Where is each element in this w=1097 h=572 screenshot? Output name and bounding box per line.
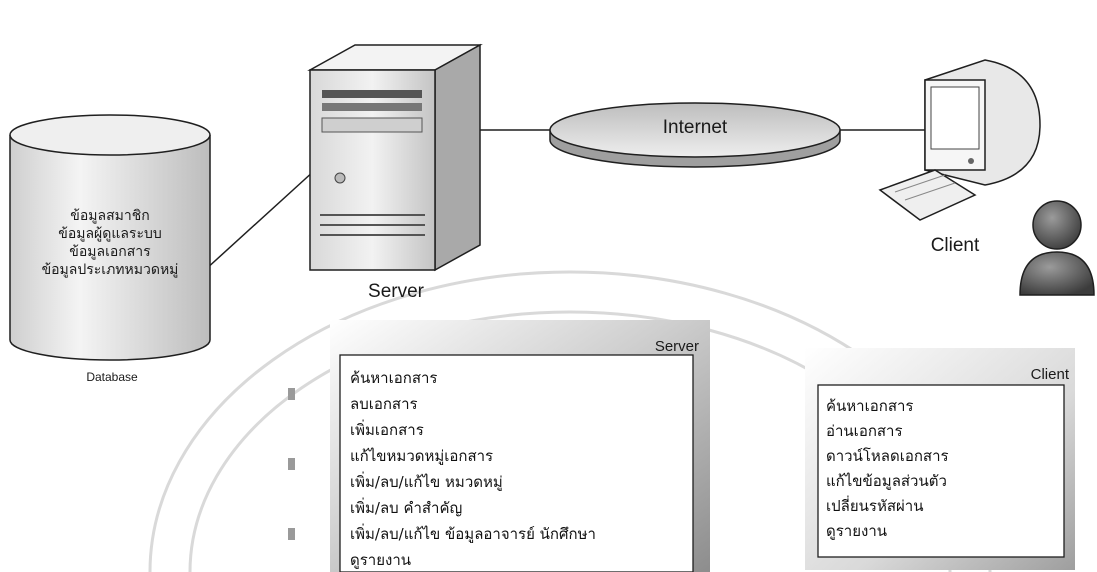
server-panel-title: Server bbox=[655, 338, 699, 355]
client-item-5: เปลี่ยนรหัสผ่าน bbox=[826, 495, 923, 515]
client-computer-icon bbox=[878, 59, 1041, 221]
server-functions-panel: Server ค้นหาเอกสาร ลบเอกสาร เพิ่มเอกสาร … bbox=[330, 320, 710, 572]
database-line-3: ข้อมูลเอกสาร bbox=[69, 244, 151, 260]
server-item-7: เพิ่ม/ลบ/แก้ไข ข้อมูลอาจารย์ นักศึกษา bbox=[350, 523, 596, 543]
server-label: Server bbox=[368, 281, 425, 302]
bullet-marker bbox=[288, 388, 295, 400]
database-label: Database bbox=[86, 370, 138, 384]
internet-disk: Internet bbox=[549, 102, 841, 168]
server-item-3: เพิ่มเอกสาร bbox=[350, 419, 424, 439]
database-line-4: ข้อมูลประเภทหมวดหมู่ bbox=[42, 262, 179, 278]
connection-lines bbox=[204, 129, 925, 271]
database-line-1: ข้อมูลสมาชิก bbox=[70, 208, 149, 224]
server-tower bbox=[307, 43, 483, 272]
client-item-4: แก้ไขข้อมูลส่วนตัว bbox=[826, 472, 947, 490]
server-item-6: เพิ่ม/ลบ คำสำคัญ bbox=[350, 497, 462, 517]
bullet-marker bbox=[288, 458, 295, 470]
client-panel-title: Client bbox=[1031, 366, 1070, 383]
client-item-6: ดูรายงาน bbox=[826, 522, 887, 540]
server-item-2: ลบเอกสาร bbox=[350, 395, 418, 413]
server-item-1: ค้นหาเอกสาร bbox=[350, 369, 437, 387]
server-item-4: แก้ไขหมวดหมู่เอกสาร bbox=[350, 447, 493, 465]
server-item-5: เพิ่ม/ลบ/แก้ไข หมวดหมู่ bbox=[350, 471, 503, 491]
client-item-2: อ่านเอกสาร bbox=[826, 422, 903, 440]
internet-label: Internet bbox=[663, 117, 728, 138]
database-line-2: ข้อมูลผู้ดูแลระบบ bbox=[58, 226, 162, 242]
database-cylinder: ข้อมูลสมาชิก ข้อมูลผู้ดูแลระบบ ข้อมูลเอก… bbox=[9, 114, 211, 361]
client-functions-panel: Client ค้นหาเอกสาร อ่านเอกสาร ดาวน์โหลดเ… bbox=[805, 348, 1075, 570]
bullet-marker bbox=[288, 528, 295, 540]
bullet-markers bbox=[288, 388, 295, 540]
client-item-3: ดาวน์โหลดเอกสาร bbox=[826, 447, 949, 465]
db-server-link bbox=[204, 169, 316, 271]
client-item-1: ค้นหาเอกสาร bbox=[826, 397, 913, 415]
client-label: Client bbox=[931, 235, 980, 256]
user-person-icon bbox=[1019, 200, 1095, 296]
server-item-8: ดูรายงาน bbox=[350, 551, 411, 569]
